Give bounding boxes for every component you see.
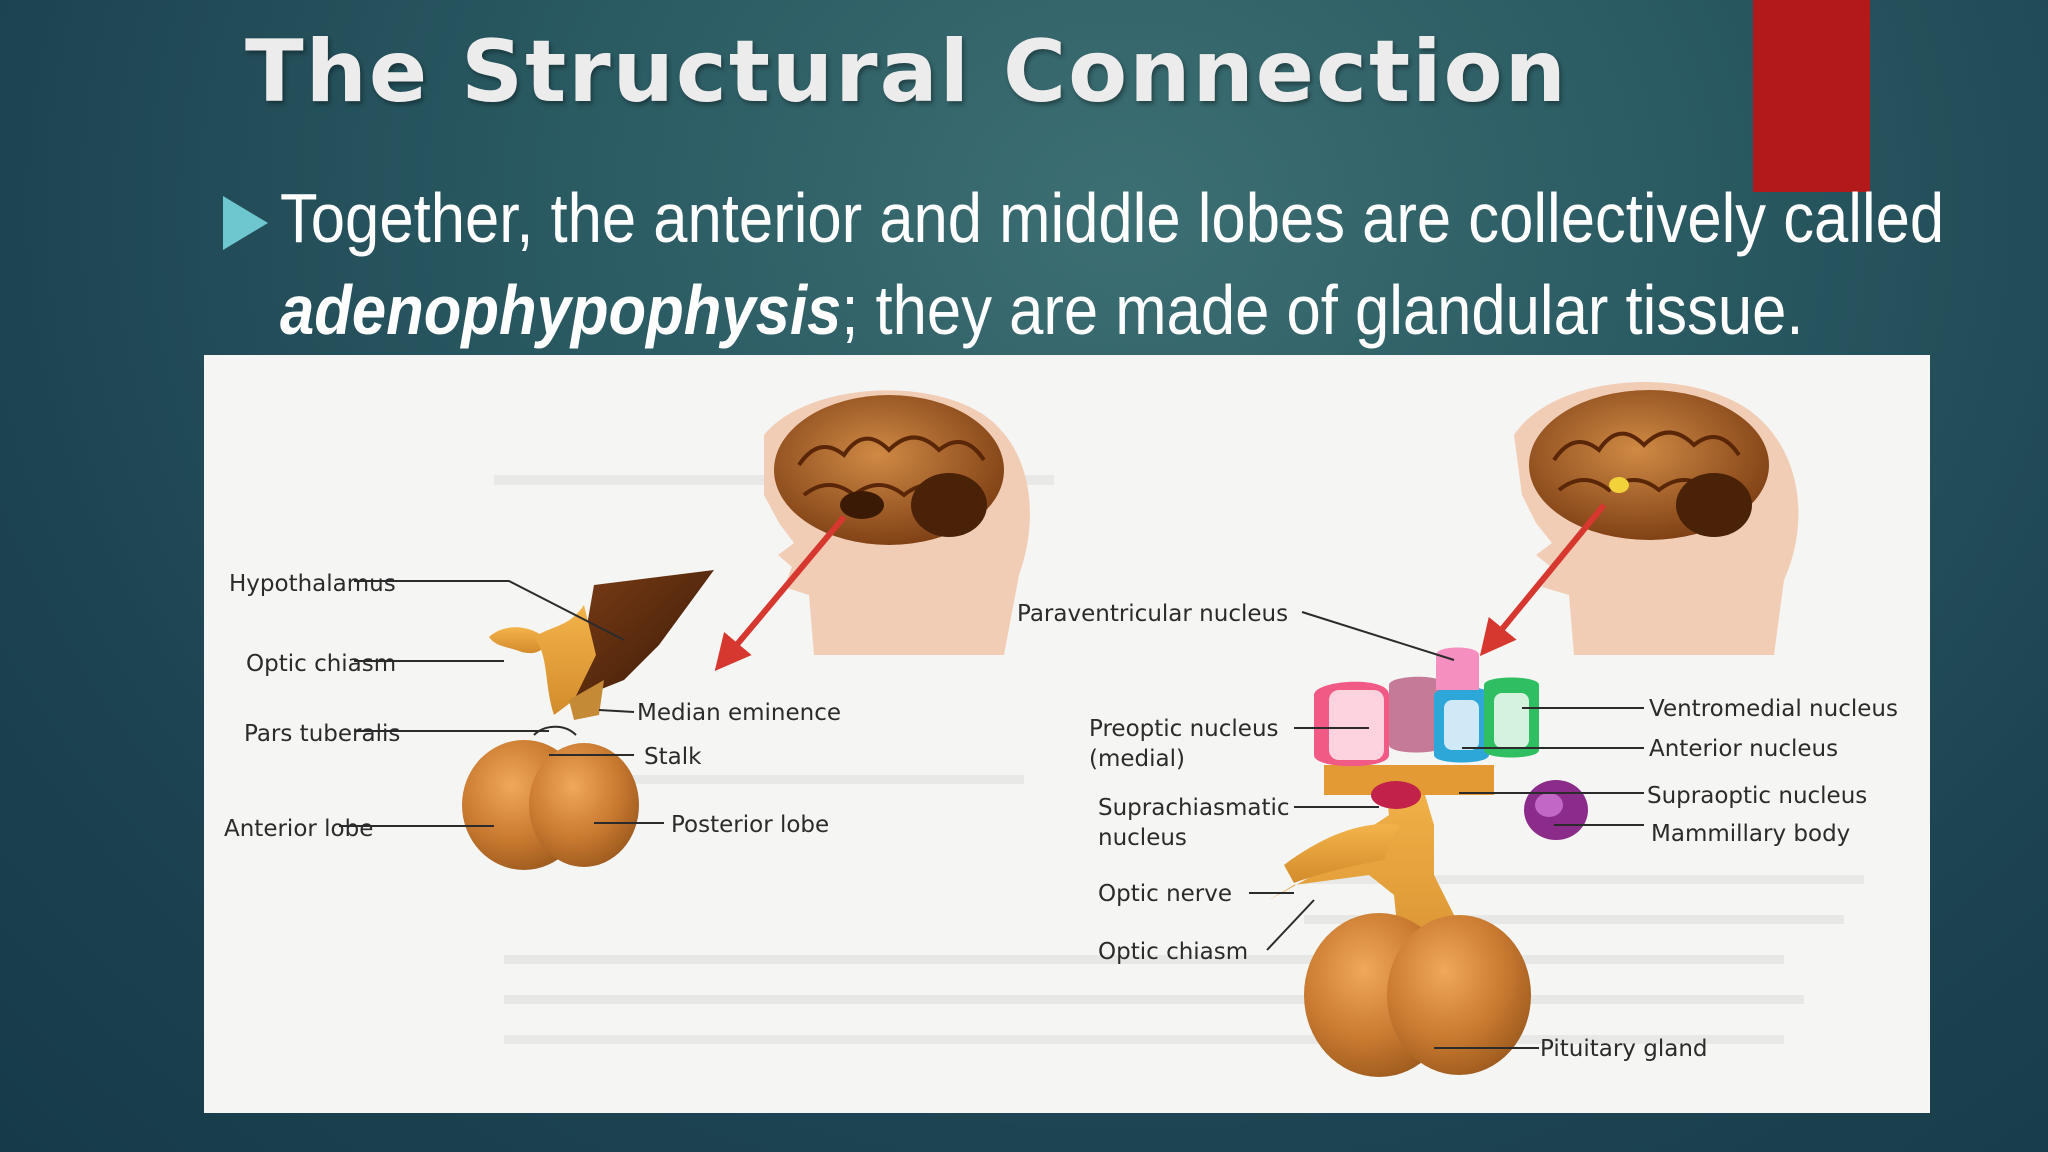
label-stalk: Stalk [644, 744, 702, 770]
head-silhouette-left [714, 390, 1030, 672]
zoom-arrow-right [1479, 503, 1607, 657]
bullet-arrow-icon [223, 196, 268, 250]
pituitary-diagram: Hypothalamus Optic chiasm Pars tuberalis… [224, 382, 1898, 1077]
hypothalamus-left [574, 570, 714, 700]
head-silhouette-right [1479, 382, 1799, 657]
leader-lines-right [1249, 611, 1644, 1049]
label-pituitary-gland: Pituitary gland [1540, 1036, 1708, 1062]
pituitary-gland-lobe-b [1387, 915, 1531, 1075]
cerebellum-left [911, 473, 987, 537]
label-supraoptic-nucleus: Supraoptic nucleus [1647, 783, 1867, 809]
zoom-arrow-left [714, 515, 847, 672]
bullet-text-line1: Together, the anterior and middle lobes … [280, 179, 1945, 257]
optic-chiasm-left [489, 627, 545, 654]
cerebellum-right [1676, 473, 1752, 537]
label-suprachiasmatic-nucleus-2: nucleus [1098, 825, 1187, 851]
optic-nerve-right [1284, 824, 1399, 883]
label-suprachiasmatic-nucleus: Suprachiasmatic [1098, 795, 1290, 821]
red-accent-bar [1753, 0, 1870, 192]
label-median-eminence: Median eminence [637, 700, 841, 726]
label-optic-chiasm-right: Optic chiasm [1098, 939, 1248, 965]
suprachiasmatic-nucleus-shape [1371, 781, 1421, 809]
label-pars-tuberalis: Pars tuberalis [244, 721, 400, 747]
label-preoptic-nucleus: Preoptic nucleus [1089, 716, 1279, 742]
pituitary-drawing-left [462, 570, 714, 870]
posterior-lobe-left [529, 743, 639, 867]
label-optic-chiasm-left: Optic chiasm [246, 651, 396, 677]
label-ventromedial-nucleus: Ventromedial nucleus [1649, 696, 1898, 722]
label-paraventricular-nucleus: Paraventricular nucleus [1017, 601, 1288, 627]
label-preoptic-nucleus-medial: (medial) [1089, 746, 1185, 772]
pituitary-drawing-right [1269, 647, 1588, 1077]
bullet-text-line2: adenophypophysis; they are made of gland… [280, 270, 1804, 350]
slide-title: The Structural Connection [245, 22, 1568, 122]
bullet-text-rest: ; they are made of glandular tissue. [841, 271, 1804, 349]
label-hypothalamus: Hypothalamus [229, 571, 396, 597]
label-posterior-lobe: Posterior lobe [671, 812, 829, 838]
label-mammillary-body: Mammillary body [1651, 821, 1850, 847]
pituitary-diagram-figure: Hypothalamus Optic chiasm Pars tuberalis… [204, 355, 1930, 1113]
paraventricular-nucleus-shape [1436, 647, 1479, 690]
leader-lines-left [339, 580, 664, 827]
bullet-key-term: adenophypophysis [280, 271, 842, 349]
label-optic-nerve: Optic nerve [1098, 881, 1232, 907]
label-anterior-nucleus: Anterior nucleus [1649, 736, 1838, 762]
label-anterior-lobe: Anterior lobe [224, 816, 373, 842]
